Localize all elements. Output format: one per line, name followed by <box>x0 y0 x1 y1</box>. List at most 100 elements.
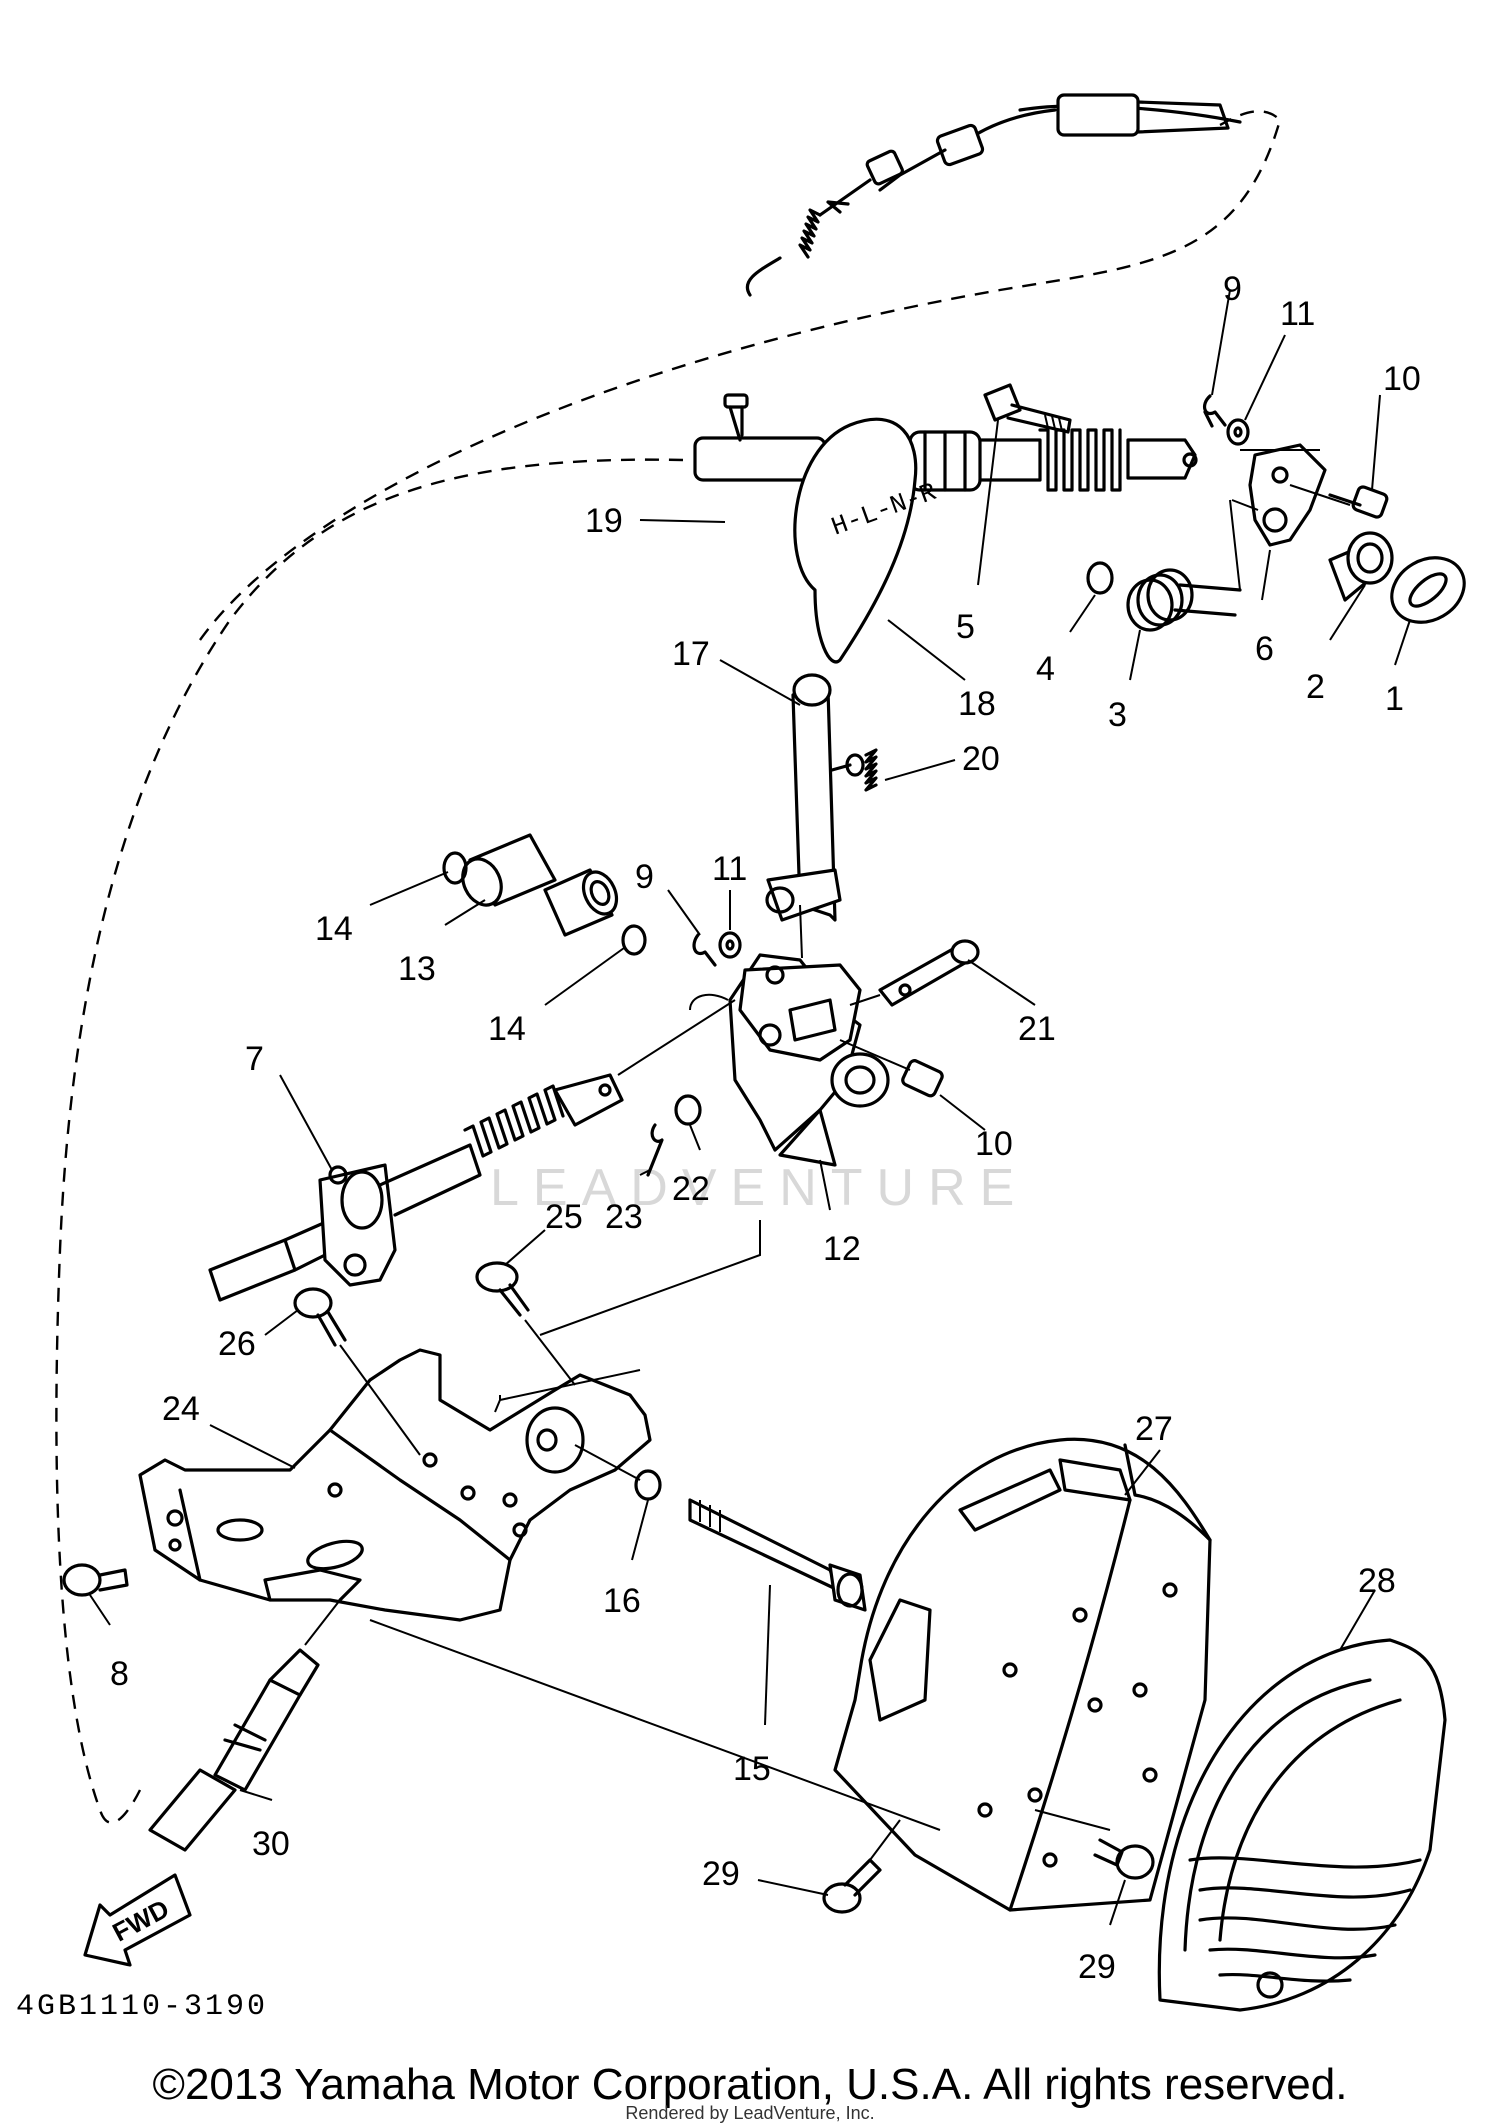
svg-text:11: 11 <box>712 850 747 888</box>
svg-text:29: 29 <box>1078 1948 1116 1986</box>
part-11-washer-upper <box>1226 418 1250 446</box>
callout-13: 13 <box>398 899 486 988</box>
callout-29-lower: 29 <box>702 1855 829 1896</box>
callout-20: 20 <box>884 740 1000 781</box>
part-16-washer <box>574 1444 662 1501</box>
callout-9-lower: 9 <box>635 858 701 936</box>
callout-2: 2 <box>1306 584 1366 706</box>
part-3-torsion-spring <box>1126 568 1242 632</box>
svg-text:2: 2 <box>1306 668 1325 706</box>
callout-11-upper: 11 <box>1244 295 1315 421</box>
svg-text:8: 8 <box>110 1655 129 1693</box>
part-17-shift-lever <box>765 673 865 922</box>
svg-text:29: 29 <box>702 1855 740 1893</box>
callout-8: 8 <box>89 1594 129 1693</box>
callout-6: 6 <box>1255 549 1274 668</box>
svg-text:11: 11 <box>1280 295 1315 333</box>
part-14-o-ring-lower <box>621 924 647 956</box>
callout-30: 30 <box>239 1789 290 1863</box>
svg-text:21: 21 <box>1018 1010 1056 1048</box>
callout-29-right: 29 <box>1078 1879 1126 1986</box>
callout-7: 7 <box>245 1040 333 1171</box>
part-20-spring <box>864 748 878 792</box>
part-4-washer <box>1086 561 1114 595</box>
part-13-bushing <box>461 833 619 937</box>
callout-9-upper: 9 <box>1211 270 1242 396</box>
part-6-lever-plate <box>1240 443 1351 547</box>
part-29-bolt-lower <box>822 1819 901 1914</box>
svg-text:18: 18 <box>958 685 996 723</box>
callout-5: 5 <box>956 419 999 646</box>
dashed-reference-line-upper <box>199 110 1282 641</box>
svg-text:13: 13 <box>398 950 436 988</box>
svg-text:16: 16 <box>603 1582 641 1620</box>
reference-line-bracket-to-shift <box>539 1220 761 1336</box>
callout-12: 12 <box>819 1159 861 1268</box>
part-19-screw <box>723 393 749 442</box>
part-5-bolt <box>983 383 1072 434</box>
callout-19: 19 <box>585 502 726 540</box>
svg-text:22: 22 <box>672 1170 710 1208</box>
part-30-cable-end <box>148 1599 341 1852</box>
svg-text:10: 10 <box>1383 360 1421 398</box>
callout-21: 21 <box>967 959 1056 1048</box>
copyright-notice: ©2013 Yamaha Motor Corporation, U.S.A. A… <box>152 2060 1348 2109</box>
callout-26: 26 <box>218 1309 299 1363</box>
callout-22: 22 <box>672 1124 710 1208</box>
part-10-pin-upper <box>1328 485 1389 519</box>
svg-text:25: 25 <box>545 1198 583 1236</box>
svg-text:14: 14 <box>488 1010 526 1048</box>
callout-18: 18 <box>887 619 996 723</box>
svg-text:19: 19 <box>585 502 623 540</box>
part-25-bolt <box>475 1261 576 1386</box>
part-7-shift-cable-lower <box>208 999 736 1302</box>
svg-text:9: 9 <box>1223 270 1242 308</box>
svg-text:20: 20 <box>962 740 1000 778</box>
callout-24: 24 <box>162 1390 296 1469</box>
fwd-arrow-icon: FWD <box>83 1873 192 1967</box>
part-1-grommet <box>1390 556 1466 624</box>
part-2-collar <box>1328 531 1394 602</box>
svg-text:3: 3 <box>1108 696 1127 734</box>
part-11-washer-lower <box>718 931 742 959</box>
svg-text:10: 10 <box>975 1125 1013 1163</box>
svg-text:9: 9 <box>635 858 654 896</box>
svg-text:30: 30 <box>252 1825 290 1863</box>
part-24-mounting-bracket <box>138 1348 652 1622</box>
part-9-cotter-pin-lower <box>692 933 717 967</box>
part-8-bolt <box>62 1563 129 1597</box>
callout-23: 23 <box>605 1169 651 1236</box>
callout-17: 17 <box>672 635 801 706</box>
diagram-code: 4GB1110-3190 <box>16 1990 269 2024</box>
reference-line-bracket-to-housing <box>369 1619 941 1831</box>
callout-14-lower: 14 <box>488 947 625 1048</box>
svg-text:5: 5 <box>956 608 975 646</box>
svg-text:23: 23 <box>605 1198 643 1236</box>
part-23-cotter-pin <box>646 1123 664 1177</box>
part-28-guard-plate <box>1157 1638 1447 2012</box>
part-15-long-bolt <box>688 1498 867 1612</box>
callout-15: 15 <box>733 1584 771 1788</box>
part-26-bolt <box>293 1287 421 1456</box>
part-22-washer <box>674 1094 702 1126</box>
svg-text:14: 14 <box>315 910 353 948</box>
part-10-pin-lower <box>839 1039 944 1098</box>
part-27-cover-housing <box>833 1437 1212 1912</box>
callout-1: 1 <box>1385 619 1411 718</box>
callout-27: 27 <box>1124 1410 1173 1496</box>
svg-text:28: 28 <box>1358 1562 1396 1600</box>
part-12-shift-bracket <box>689 904 890 1167</box>
upper-cable-assembly <box>745 93 1242 297</box>
svg-text:1: 1 <box>1385 680 1404 718</box>
callout-25: 25 <box>504 1198 583 1266</box>
rendered-by-credit: Rendered by LeadVenture, Inc. <box>625 2103 875 2123</box>
callout-28: 28 <box>1339 1562 1396 1651</box>
callout-3: 3 <box>1108 629 1141 734</box>
callout-11-lower: 11 <box>712 850 747 930</box>
part-21-clevis-pin <box>849 939 980 1007</box>
callout-16: 16 <box>603 1499 649 1620</box>
svg-text:24: 24 <box>162 1390 200 1428</box>
svg-text:4: 4 <box>1036 650 1055 688</box>
svg-text:7: 7 <box>245 1040 264 1078</box>
